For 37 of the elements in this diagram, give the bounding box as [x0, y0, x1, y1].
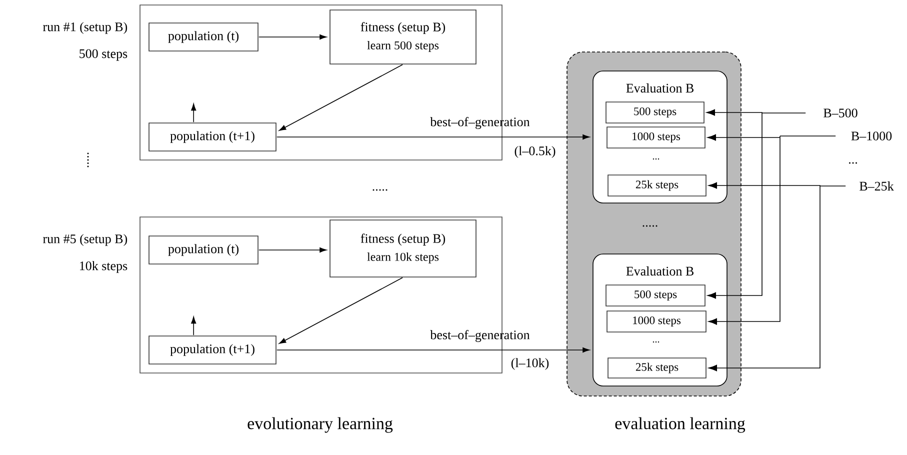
- arrow: [706, 109, 806, 299]
- text-label: B–1000: [851, 132, 892, 140]
- caption: evolutionary learning: [248, 417, 393, 433]
- ellipsis: ...: [849, 162, 858, 164]
- step-box: 25k steps: [608, 174, 706, 196]
- arrow: [258, 34, 327, 40]
- process-box: population (t): [148, 236, 258, 264]
- process-box: population (t+1): [148, 122, 276, 152]
- process-box: population (t): [148, 22, 258, 52]
- range-label: (l–0.5k): [514, 146, 556, 158]
- step-box: 1000 steps: [606, 126, 706, 148]
- step-box: 500 steps: [606, 102, 704, 124]
- fitness-box: fitness (setup B) learn 10k steps: [330, 220, 476, 278]
- range-label: (l–10k): [511, 358, 549, 370]
- text-label: B–25k: [860, 181, 894, 191]
- ellipsis: .....: [372, 189, 388, 191]
- run-label: run #1 (setup B): [43, 22, 128, 34]
- arrow: [708, 182, 846, 372]
- ellipsis: .....: [87, 152, 89, 168]
- run-label: run #5 (setup B): [43, 234, 128, 246]
- step-box: 1000 steps: [606, 310, 706, 332]
- step-box: 25k steps: [608, 358, 706, 378]
- fitness-box: fitness (setup B) learn 500 steps: [330, 10, 476, 64]
- arrow: [279, 64, 403, 131]
- arrow: [191, 316, 196, 336]
- arrow: [707, 134, 836, 325]
- arrow: [258, 248, 327, 252]
- arrow: [276, 348, 590, 352]
- caption: evaluation learning: [615, 417, 746, 433]
- text-label: B–500: [824, 108, 858, 118]
- run-label: 10k steps: [80, 261, 128, 273]
- run-label: 500 steps: [80, 49, 128, 61]
- step-box: 500 steps: [606, 284, 706, 306]
- arrow: [191, 104, 196, 122]
- arrow: [279, 277, 403, 344]
- arrow: [276, 134, 590, 140]
- process-box: population (t+1): [148, 336, 276, 364]
